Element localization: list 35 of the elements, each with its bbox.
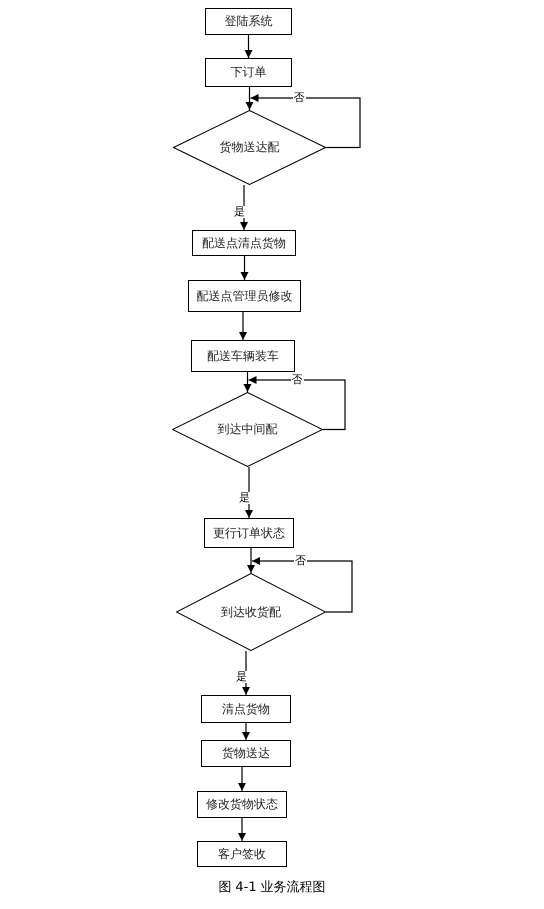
process-box: 配送点管理员修改 — [188, 280, 301, 312]
arrow — [247, 548, 255, 573]
edge-label: 是 — [235, 671, 248, 684]
arrow — [240, 256, 248, 280]
edge-label: 否 — [290, 374, 304, 386]
edge-label: 否 — [294, 555, 307, 567]
process-box: 修改货物状态 — [197, 791, 287, 818]
arrow — [252, 557, 353, 613]
process-box: 客户签收 — [197, 841, 287, 867]
arrow — [245, 467, 253, 518]
process-box: 配送点清点货物 — [192, 230, 296, 256]
process-box: 更行订单状态 — [204, 518, 294, 548]
caption: 图 4-1 业务流程图 — [217, 879, 327, 896]
arrow — [238, 818, 246, 841]
process-box: 登陆系统 — [205, 8, 292, 35]
decision-diamond: 到达收货配 — [176, 573, 326, 651]
process-box: 下订单 — [205, 58, 292, 87]
arrow — [238, 767, 246, 791]
arrow — [250, 94, 361, 148]
arrow — [240, 185, 248, 230]
arrow — [248, 376, 346, 430]
arrow — [244, 35, 252, 58]
arrow — [244, 372, 252, 392]
process-box: 清点货物 — [201, 695, 291, 723]
arrow — [246, 87, 254, 110]
decision-diamond: 到达中间配 — [172, 392, 323, 467]
process-box: 配送车辆装车 — [191, 340, 295, 372]
process-box: 货物送达 — [201, 740, 291, 767]
arrow — [242, 651, 250, 695]
decision-diamond: 货物送达配 — [173, 110, 326, 185]
edge-label: 是 — [233, 206, 246, 218]
arrow — [239, 312, 247, 340]
edge-label: 是 — [238, 492, 251, 504]
edge-label: 否 — [292, 92, 306, 104]
arrow — [242, 723, 250, 740]
